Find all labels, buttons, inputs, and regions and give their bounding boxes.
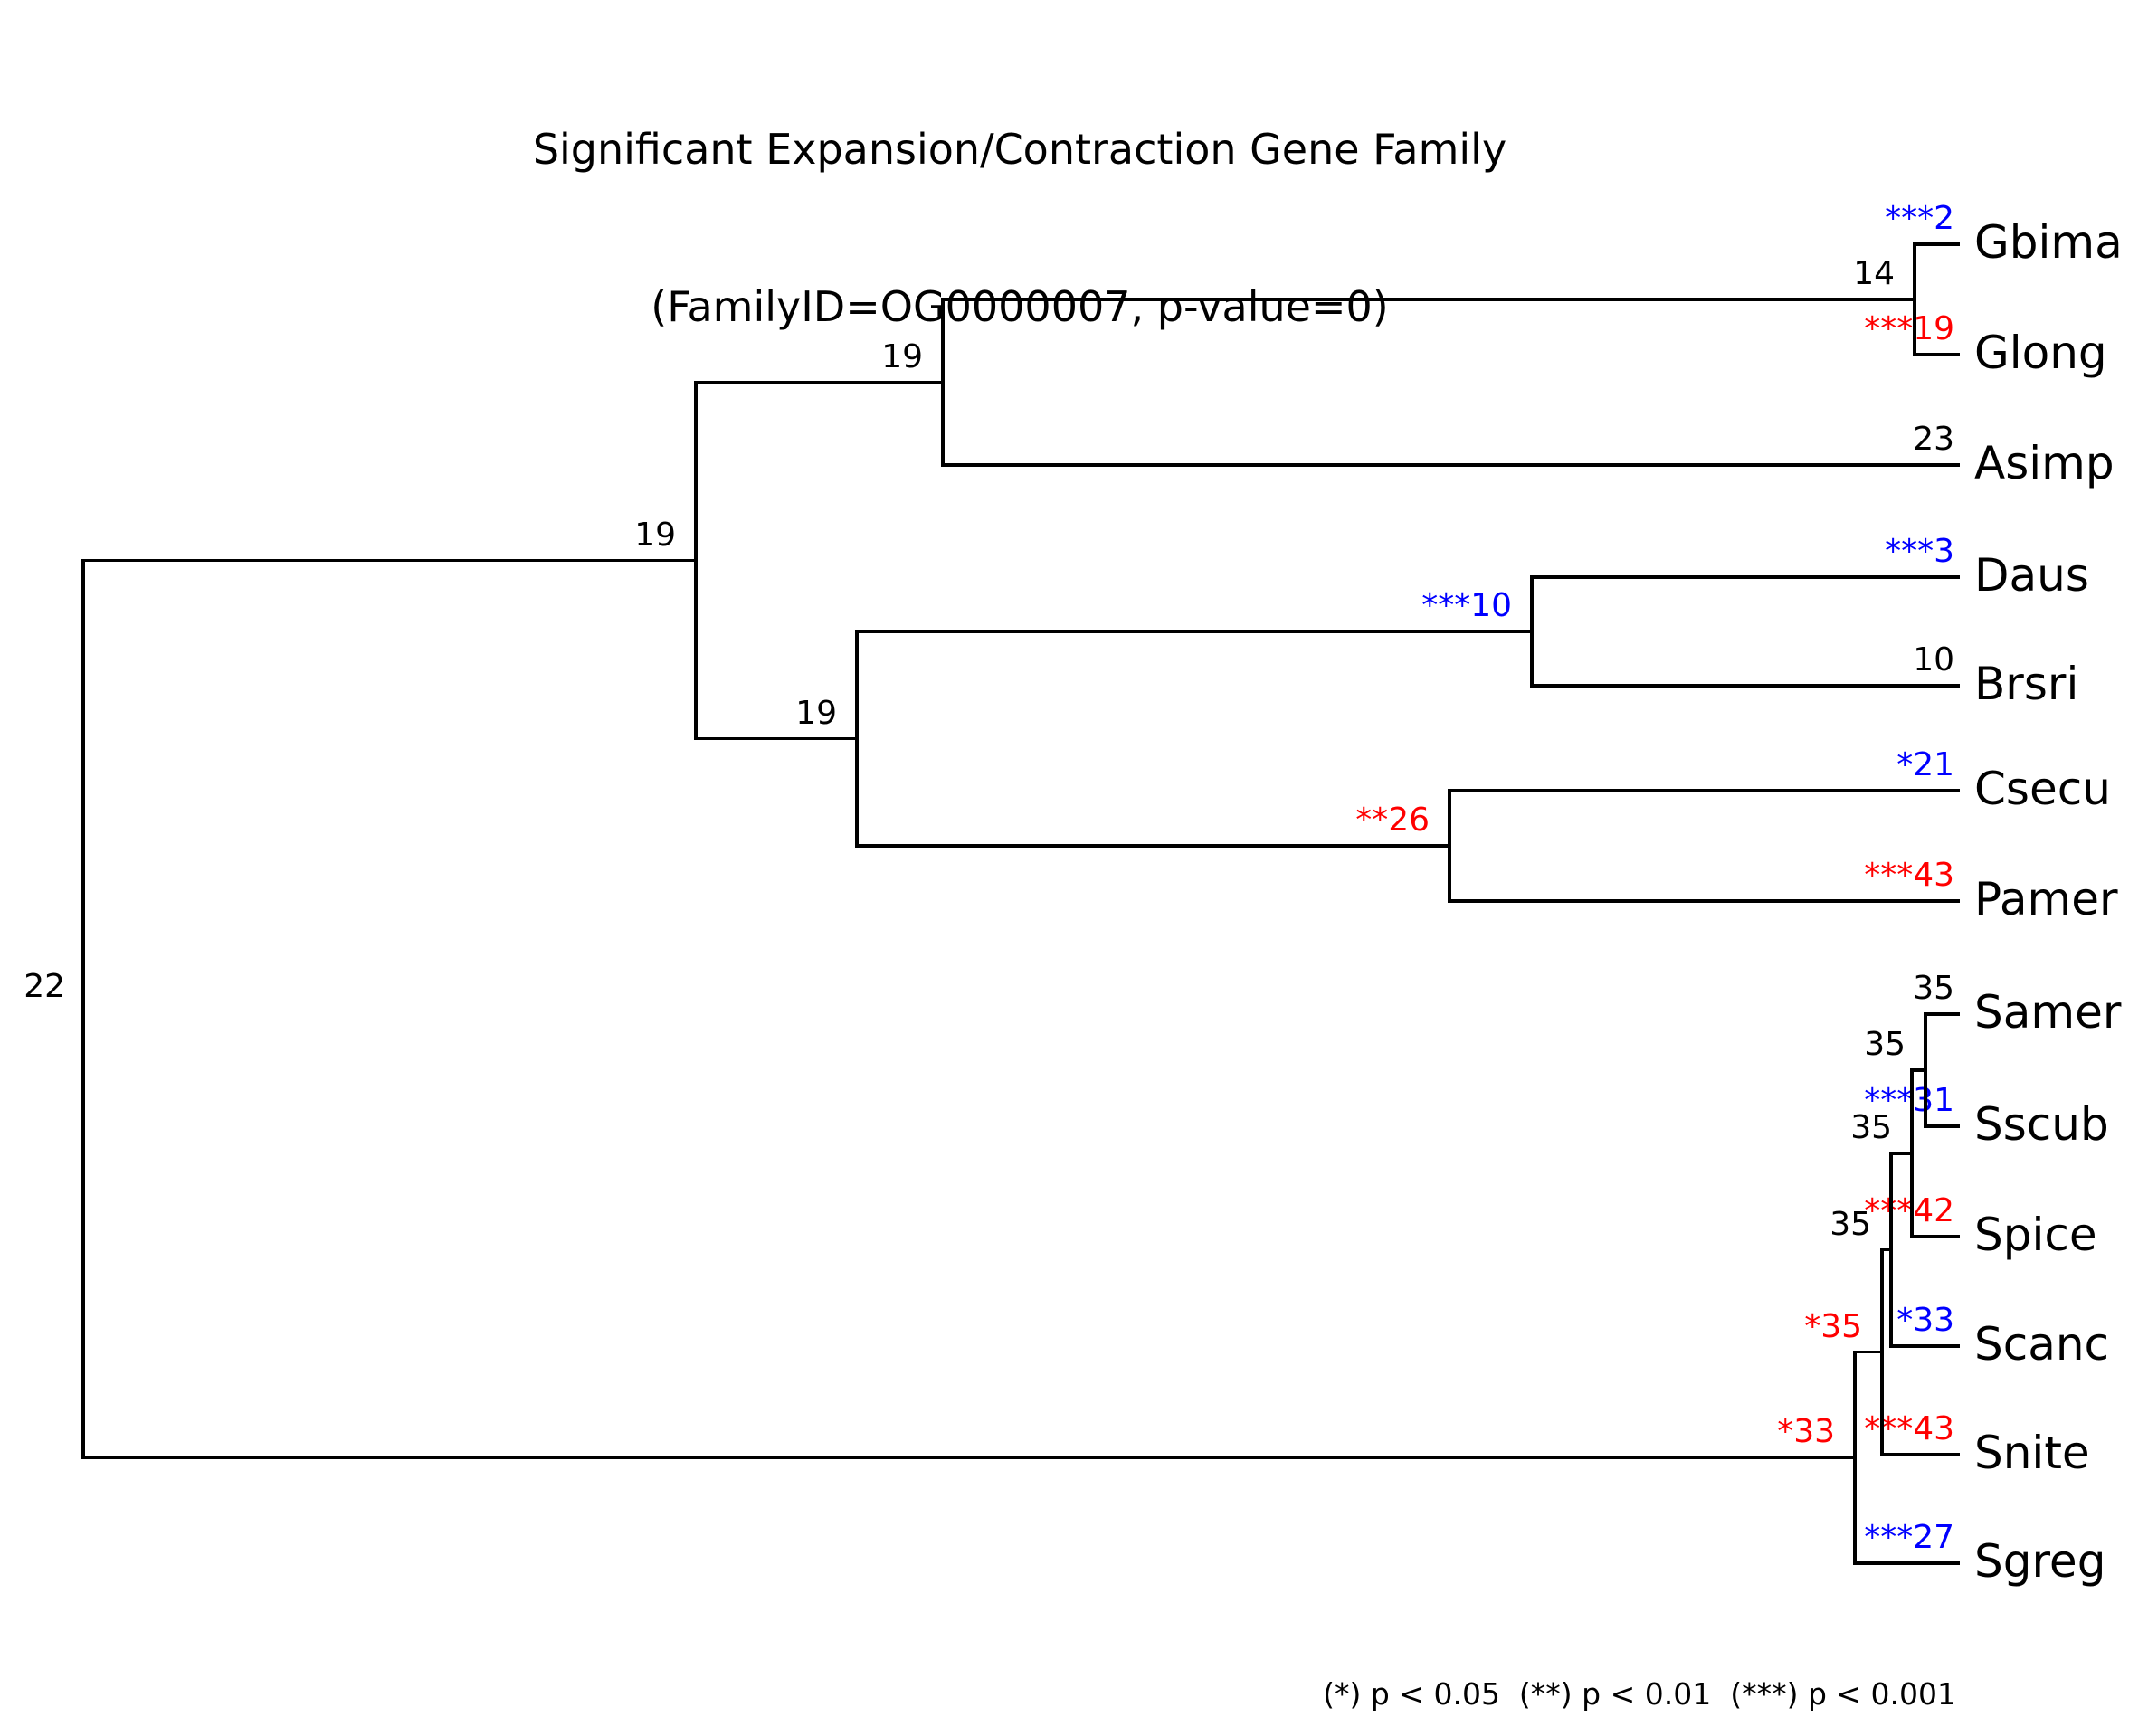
figure-title: Significant Expansion/Contraction Gene F… <box>0 18 2039 438</box>
branch-line-glong <box>1913 353 1960 356</box>
clade-connector <box>81 558 85 1460</box>
branch-line-brsri <box>1530 684 1960 688</box>
species-label-spice: Spice <box>1974 1209 2097 1261</box>
branch-count-label-internal: 19 <box>634 516 676 554</box>
species-label-asimp: Asimp <box>1974 437 2115 489</box>
branch-count-label-sscub: ***31 <box>1864 1082 1954 1119</box>
branch-count-label-internal: 19 <box>795 694 837 732</box>
branch-line-internal <box>1880 1247 1893 1252</box>
branch-count-label-internal: 35 <box>1850 1109 1892 1146</box>
branch-count-label-internal: 19 <box>881 337 923 375</box>
branch-count-label-pamer: ***43 <box>1864 857 1954 894</box>
branch-count-label-samer: 35 <box>1913 970 1954 1007</box>
branch-count-label-sgreg: ***27 <box>1864 1519 1954 1556</box>
branch-line-internal <box>694 380 945 384</box>
species-label-pamer: Pamer <box>1974 873 2118 925</box>
branch-line-internal <box>81 1456 1857 1460</box>
species-label-gbima: Gbima <box>1974 216 2123 269</box>
branch-line-internal <box>81 558 698 563</box>
root-count-label: 22 <box>24 968 65 1006</box>
species-label-brsri: Brsri <box>1974 658 2079 710</box>
branch-count-label-gbima: ***2 <box>1885 200 1954 237</box>
branch-line-internal <box>1853 1351 1884 1354</box>
figure-title-line1: Significant Expansion/Contraction Gene F… <box>532 125 1507 174</box>
branch-count-label-internal: ***10 <box>1421 587 1512 624</box>
branch-count-label-internal: 35 <box>1864 1026 1906 1063</box>
branch-line-pamer <box>1448 899 1960 903</box>
species-label-scanc: Scanc <box>1974 1318 2110 1371</box>
branch-count-label-internal: 35 <box>1830 1205 1871 1243</box>
species-label-sgreg: Sgreg <box>1974 1535 2106 1588</box>
branch-line-sgreg <box>1853 1561 1960 1565</box>
branch-count-label-internal: **26 <box>1355 802 1430 839</box>
branch-line-internal <box>1889 1152 1914 1155</box>
branch-line-internal <box>1910 1068 1927 1072</box>
branch-count-label-daus: ***3 <box>1885 533 1954 570</box>
branch-count-label-snite: ***43 <box>1864 1410 1954 1447</box>
branch-count-label-glong: ***19 <box>1864 310 1954 347</box>
branch-count-label-spice: ***42 <box>1864 1192 1954 1229</box>
species-label-snite: Snite <box>1974 1427 2090 1479</box>
figure-title-line2: (FamilyID=OG0000007, p-value=0) <box>651 282 1389 331</box>
branch-count-label-csecu: *21 <box>1896 746 1954 783</box>
branch-count-label-internal: *35 <box>1804 1307 1862 1345</box>
branch-count-label-scanc: *33 <box>1896 1302 1954 1339</box>
species-label-daus: Daus <box>1974 549 2089 602</box>
significance-legend: (*) p < 0.05 (**) p < 0.01 (***) p < 0.0… <box>1323 1676 1956 1712</box>
branch-line-snite <box>1880 1453 1960 1456</box>
branch-count-label-brsri: 10 <box>1913 641 1954 678</box>
species-label-sscub: Sscub <box>1974 1098 2109 1151</box>
branch-line-scanc <box>1889 1344 1960 1348</box>
branch-line-asimp <box>941 463 1960 467</box>
branch-count-label-internal: 14 <box>1853 255 1895 292</box>
branch-line-gbima <box>1913 242 1960 246</box>
species-label-glong: Glong <box>1974 327 2107 379</box>
branch-count-label-asimp: 23 <box>1913 421 1954 458</box>
branch-line-internal <box>855 630 1534 633</box>
branch-line-internal <box>855 844 1451 848</box>
branch-line-sscub <box>1924 1124 1960 1128</box>
branch-line-csecu <box>1448 789 1960 792</box>
species-label-csecu: Csecu <box>1974 763 2111 815</box>
branch-line-samer <box>1924 1012 1960 1016</box>
branch-line-spice <box>1910 1235 1960 1238</box>
branch-count-label-internal: *33 <box>1777 1413 1835 1451</box>
branch-line-internal <box>941 298 1916 301</box>
branch-line-daus <box>1530 575 1960 579</box>
species-label-samer: Samer <box>1974 986 2122 1039</box>
branch-line-internal <box>694 736 859 741</box>
